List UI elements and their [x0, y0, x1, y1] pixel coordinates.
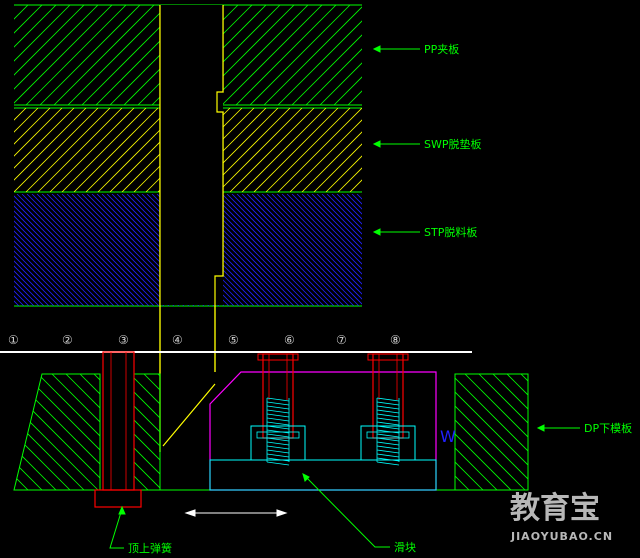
side-letter: W [440, 427, 456, 446]
position-marker: ⑥ [284, 333, 295, 347]
position-marker: ⑤ [228, 333, 239, 347]
stp-plate [14, 194, 362, 307]
watermark-sub: JIAOYUBAO.CN [510, 530, 613, 543]
dp-plate [13, 373, 529, 491]
position-marker: ③ [118, 333, 129, 347]
pp-plate [14, 4, 362, 106]
label-slider: 滑块 [394, 541, 416, 554]
label-pp: PP夹板 [424, 42, 459, 56]
position-marker: ④ [172, 333, 183, 347]
watermark: 教育宝 JIAOYUBAO.CN [510, 491, 613, 543]
label-swp: SWP脱垫板 [424, 137, 482, 151]
label-spring: 顶上弹簧 [128, 541, 172, 555]
position-marker: ⑦ [336, 333, 347, 347]
label-stp: STP脱料板 [424, 225, 477, 239]
slide-direction-arrow [184, 509, 288, 517]
wedge-line [162, 383, 216, 447]
watermark-main: 教育宝 [510, 491, 600, 526]
label-dp: DP下模板 [584, 421, 632, 435]
slider-block [209, 371, 437, 491]
ejector-pin [94, 351, 142, 508]
position-marker: ② [62, 333, 73, 347]
position-marker: ⑧ [390, 333, 401, 347]
spring-assembly-right [360, 353, 416, 466]
position-marker: ① [8, 333, 19, 347]
spring-assembly-left [250, 353, 306, 466]
